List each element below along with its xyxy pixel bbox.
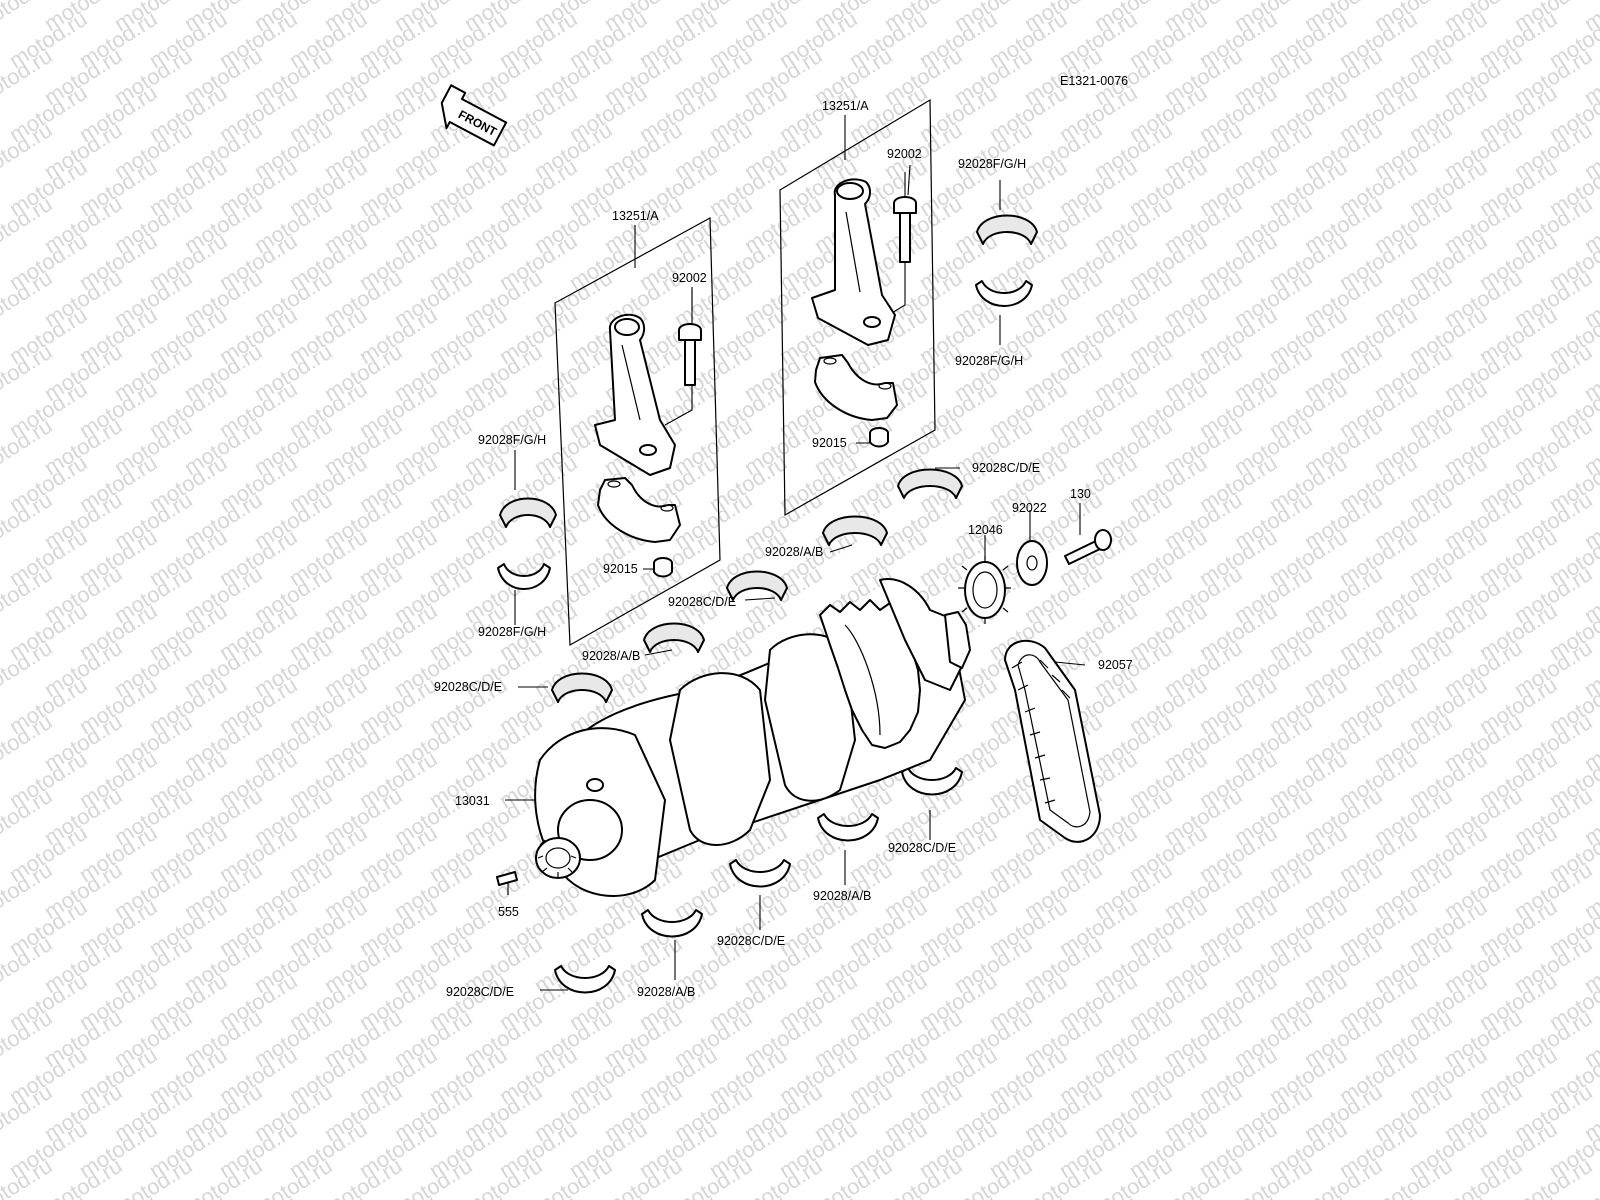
bolt-130 [1064,529,1112,565]
bearing-cde-lower-left-shell [554,965,616,994]
label-bearing-cde-upper-mid: 92028C/D/E [668,595,736,609]
bearing-ab-lower-right-shell [817,813,879,842]
crankshaft-gear [819,599,921,749]
label-bolt-left: 92002 [672,271,707,285]
nut-left [653,557,673,578]
label-bearing-ab-upper-left: 92028/A/B [582,649,640,663]
bearing-ab-upper-left-shell [643,622,705,653]
label-pin: 555 [498,905,519,919]
label-bearing-cde-upper-left: 92028C/D/E [434,680,502,694]
bearing-cde-upper-right-shell [897,468,963,499]
label-bearing-fgh-left-top: 92028F/G/H [478,433,546,447]
bolt-left [678,323,702,386]
front-arrow-icon: FRONT [440,84,508,147]
bearing-cde-lower-mid-shell [729,859,791,888]
label-chain: 92057 [1098,658,1133,672]
label-bearing-fgh-right-bottom: 92028F/G/H [955,354,1023,368]
label-bearing-cde-lower-mid: 92028C/D/E [717,934,785,948]
bearing-shells [497,214,1038,994]
bearing-fgh-left-top-shell [499,497,557,528]
label-bolt-130: 130 [1070,487,1091,501]
nut-right [869,427,889,448]
label-bolt-right: 92002 [887,147,922,161]
rod-assembly-right-outline [779,98,936,517]
bolt-right [893,196,917,263]
label-bearing-fgh-left-bottom: 92028F/G/H [478,625,546,639]
bearing-fgh-right-bottom-shell [975,280,1033,307]
part-labels: 13251/A 13251/A 92002 92002 92015 92015 … [434,99,1133,999]
label-bearing-ab-lower-right: 92028/A/B [813,889,871,903]
label-bearing-cde-upper-right: 92028C/D/E [972,461,1040,475]
rod-cap-right [814,354,898,421]
bearing-ab-upper-mid-shell [822,515,888,546]
crankshaft [534,578,971,897]
label-bearing-cde-lower-left: 92028C/D/E [446,985,514,999]
rod-assembly-left-outline [554,217,721,647]
label-bearing-ab-upper-mid: 92028/A/B [765,545,823,559]
chain-92057 [1004,639,1101,843]
connecting-rod-right [811,178,896,346]
bearing-cde-lower-right-shell [901,767,963,796]
diagram-code: E1321-0076 [1060,74,1128,88]
bearing-cde-upper-mid-shell [726,570,788,601]
label-bearing-cde-lower-right: 92028C/D/E [888,841,956,855]
washer-92022 [1016,540,1048,586]
bearing-cde-upper-left-shell [551,672,613,703]
label-nut-left: 92015 [603,562,638,576]
label-sprocket: 12046 [968,523,1003,537]
pin-555 [496,871,518,886]
bearing-ab-lower-left-shell [641,909,703,938]
label-rod-assembly-left: 13251/A [612,209,659,223]
label-bearing-ab-lower-left: 92028/A/B [637,985,695,999]
rod-cap-left [597,477,681,543]
bearing-fgh-left-bottom-shell [497,563,551,590]
label-nut-right: 92015 [812,436,847,450]
label-rod-assembly-right: 13251/A [822,99,869,113]
label-crankshaft: 13031 [455,794,490,808]
bearing-fgh-right-top-shell [976,214,1038,245]
connecting-rod-left [594,313,676,476]
sprocket-12046 [958,556,1011,624]
label-washer: 92022 [1012,501,1047,515]
label-bearing-fgh-right-top: 92028F/G/H [958,157,1026,171]
